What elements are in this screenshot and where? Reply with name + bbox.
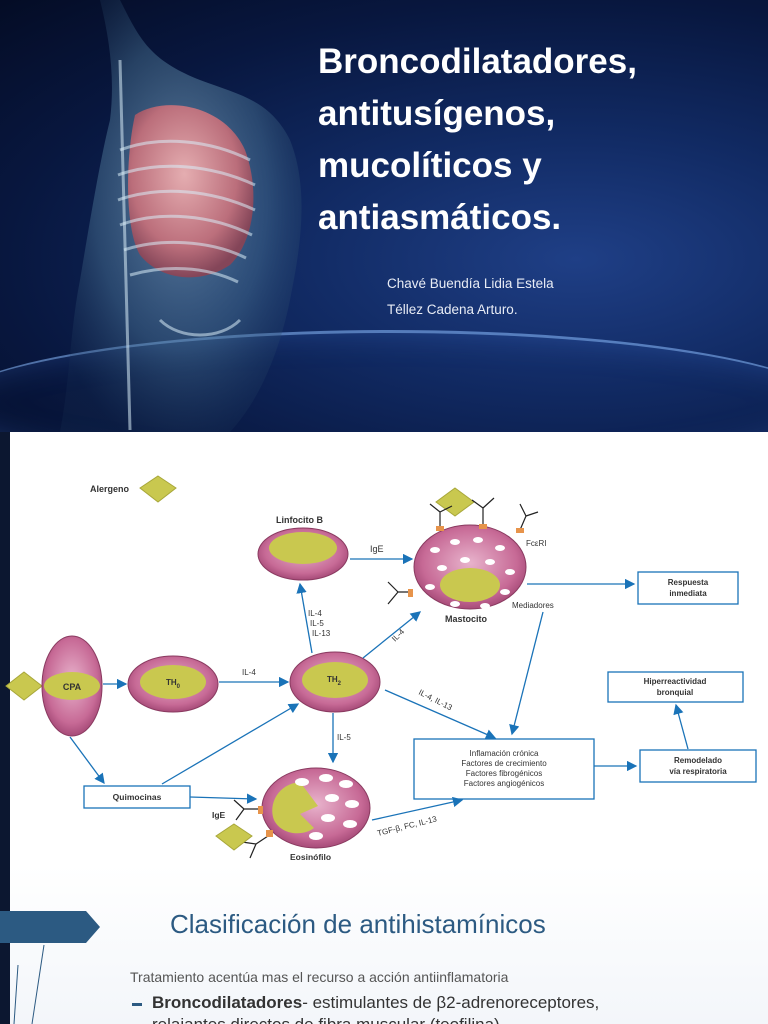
mast-cell-label: Mastocito (445, 614, 488, 624)
cpa-nucleus (44, 672, 100, 700)
il-list-item-1: IL-4 (308, 609, 322, 618)
hyperreactivity-line1: Hiperreactividad (644, 677, 707, 686)
mast-cell-nucleus (440, 568, 500, 602)
slide-edge-bar (0, 865, 10, 1024)
hyperreactivity-line2: bronquial (657, 688, 693, 697)
tgf-label: TGF-β, FC, IL-13 (376, 814, 438, 838)
lymphocyte-b-label: Linfocito B (276, 515, 323, 525)
remodeling-line1: Remodelado (674, 756, 722, 765)
ige-receptors (387, 497, 539, 605)
eosinophil-label: Eosinófilo (290, 852, 331, 862)
allergen-diamond (139, 475, 177, 503)
cpa-label: CPA (63, 682, 82, 692)
author-1: Chavé Buendía Lidia Estela (387, 276, 554, 291)
inflammation-line4: Factores angiogénicos (464, 779, 545, 788)
bullet-bold-term: Broncodilatadores (152, 993, 303, 1012)
bullet-description: - estimulantes de β2-adrenoreceptores, (302, 993, 600, 1012)
slide-edge-bar (0, 432, 10, 865)
light-arc (0, 330, 768, 432)
ige-bottom-label: IgE (212, 810, 226, 820)
th2-nucleus (302, 662, 368, 698)
chemokines-label: Quimocinas (113, 792, 162, 802)
mediators-label: Mediadores (512, 601, 554, 610)
th0-label: TH0 (166, 678, 181, 690)
inflammation-box (413, 738, 595, 800)
classification-slide: Clasificación de antihistamínicos Tratam… (0, 865, 768, 1024)
author-2: Téllez Cadena Arturo. (387, 302, 518, 317)
allergen-label: Alergeno (90, 484, 130, 494)
il4-diag-label: IL-4 (390, 627, 407, 644)
fceri-label: FcεRI (526, 539, 546, 548)
title-slide: Broncodilatadores, antitusígenos, mucolí… (0, 0, 768, 432)
eosinophil-granules (295, 774, 359, 840)
bullet-line2: relajantes directos de fibra muscular (t… (152, 1015, 500, 1024)
immediate-response-line2: inmediata (669, 589, 707, 598)
presentation-title: Broncodilatadores, antitusígenos, mucolí… (318, 42, 637, 237)
il-list-item-3: IL-13 (312, 629, 331, 638)
th2-label: TH2 (327, 675, 342, 687)
inflammation-line3: Factores fibrogénicos (466, 769, 542, 778)
body-illustration (60, 0, 302, 432)
il5-label: IL-5 (337, 733, 351, 742)
il4-il13-label: IL-4, IL-13 (417, 688, 454, 713)
inflammation-line1: Inflamación crónica (470, 749, 539, 758)
mast-cell-granules (425, 537, 515, 609)
bullet-marker (132, 1003, 142, 1006)
remodeling-box (639, 749, 757, 783)
bullet-bronchodilators: Broncodilatadores- estimulantes de β2-ad… (152, 993, 599, 1013)
eosinophil-nucleus (272, 782, 318, 834)
eosinophil-receptor-marks (258, 806, 273, 837)
receptor-marks (408, 524, 524, 597)
allergen-bottom-diamond (215, 823, 253, 851)
treatment-subtitle: Tratamiento acentúa mas el recurso a acc… (130, 969, 509, 985)
remodeling-line2: vía respiratoria (669, 767, 727, 776)
inflammation-line2: Factores de crecimiento (461, 759, 547, 768)
il-list-item-2: IL-5 (310, 619, 324, 628)
il4-mid-label: IL-4 (242, 668, 256, 677)
slide-arrow-decoration (0, 911, 100, 1024)
hyperreactivity-box (607, 671, 744, 703)
asthma-pathway-diagram: Alergeno Linfocito B IgE Fc (5, 475, 757, 862)
immediate-response-line1: Respuesta (668, 578, 709, 587)
th0-nucleus (140, 665, 206, 699)
lymphocyte-b-nucleus (269, 532, 337, 564)
allergen-left-diamond (5, 671, 43, 701)
ige-top-label: IgE (370, 544, 384, 554)
diagram-slide: Alergeno Linfocito B IgE Fc (0, 432, 768, 865)
classification-title: Clasificación de antihistamínicos (170, 909, 546, 939)
immediate-response-box (637, 571, 739, 605)
